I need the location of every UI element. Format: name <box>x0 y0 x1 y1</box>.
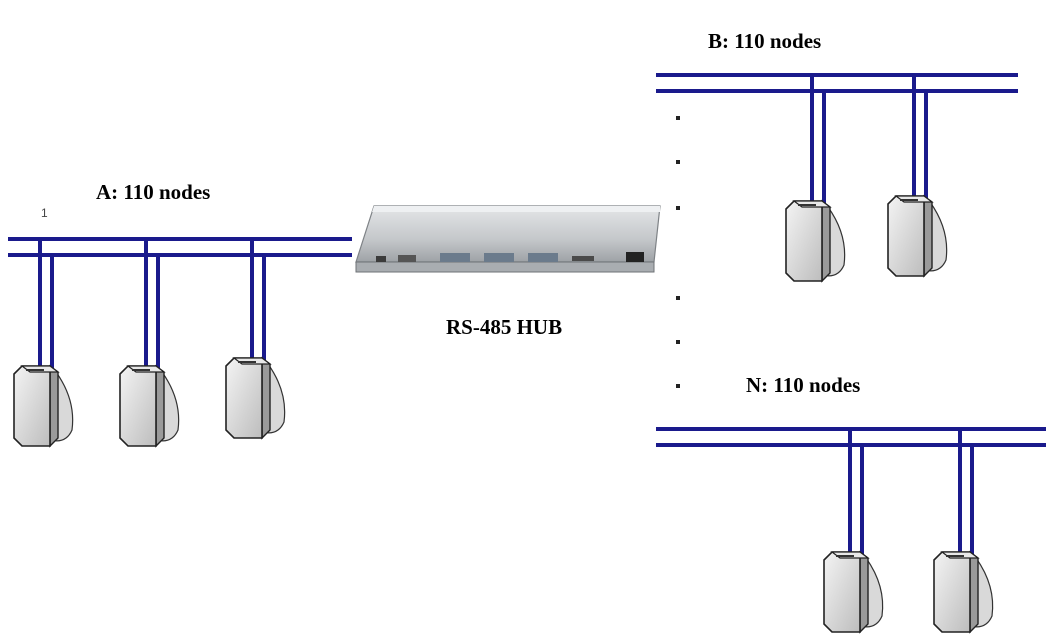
network-n-label: N: 110 nodes <box>746 373 861 397</box>
node-device-a1 <box>13 365 74 447</box>
ellipsis-dots <box>676 116 680 388</box>
node-device-n2 <box>933 551 994 633</box>
node-device-a2 <box>119 365 180 447</box>
node-device-a3 <box>225 357 286 439</box>
bus-b <box>656 73 1018 205</box>
stray-mark: 1 <box>41 206 48 220</box>
network-a-label: A: 110 nodes <box>96 180 211 204</box>
node-device-b1 <box>785 200 846 282</box>
bus-n <box>656 427 1046 556</box>
bus-a <box>8 237 352 372</box>
rs485-hub <box>355 205 661 273</box>
node-device-b2 <box>887 195 948 277</box>
network-b-label: B: 110 nodes <box>708 29 822 53</box>
node-device-n1 <box>823 551 884 633</box>
hub-label: RS-485 HUB <box>446 315 563 339</box>
